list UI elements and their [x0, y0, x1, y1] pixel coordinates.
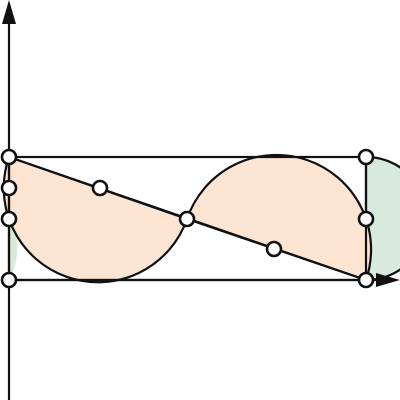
point-top-left	[0, 148, 18, 166]
point-bottom-right	[357, 271, 375, 289]
point-diagonal-first	[91, 179, 109, 197]
points	[0, 148, 375, 289]
point-left-upper	[0, 179, 18, 197]
point-diagonal-second	[265, 240, 283, 258]
y-axis-arrow	[2, 0, 16, 24]
point-left-middle	[0, 210, 18, 228]
point-bottom-left	[0, 271, 18, 289]
point-top-right	[357, 148, 375, 166]
right-side-region	[364, 155, 400, 282]
point-right-middle	[357, 210, 375, 228]
x-axis-arrow	[376, 273, 400, 287]
point-center	[178, 210, 196, 228]
upper-half-disk	[185, 153, 373, 282]
lower-half-disk	[2, 155, 189, 284]
